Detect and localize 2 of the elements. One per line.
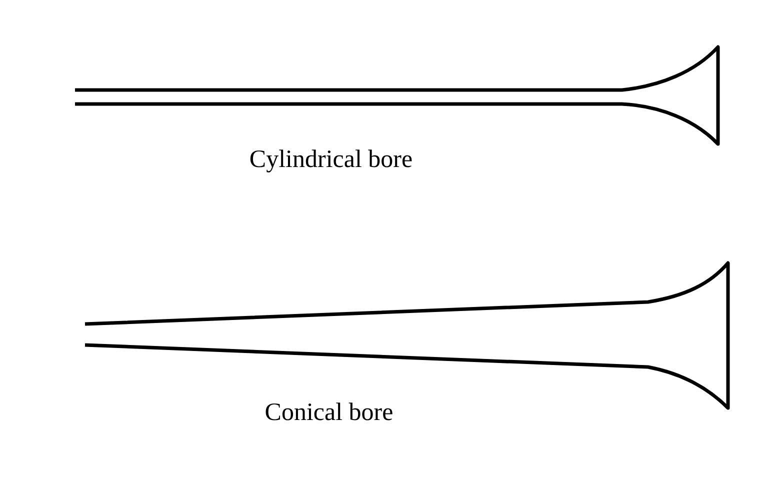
caption: Cylindrical bore xyxy=(249,146,413,174)
caption: Conical bore xyxy=(264,399,394,427)
